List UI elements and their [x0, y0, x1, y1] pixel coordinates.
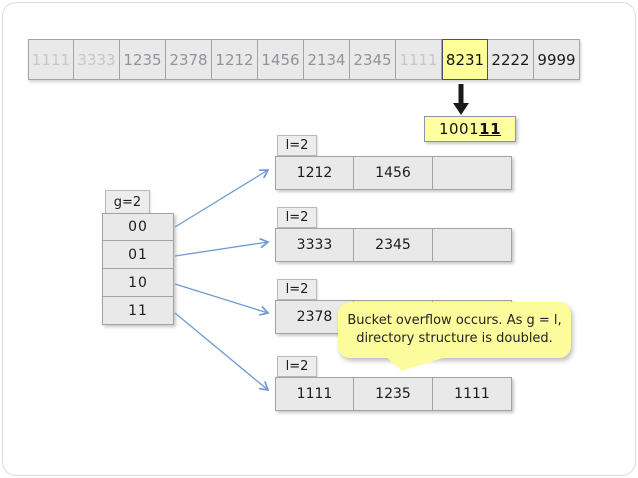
directory-table: 00 01 10 11	[102, 213, 174, 325]
bucket4-row: 1111 1235 1111	[275, 377, 512, 411]
directory-entry-11: 11	[102, 297, 174, 325]
bucket1-depth-label: l=2	[277, 135, 317, 156]
directory-depth-label: g=2	[105, 190, 150, 214]
hash-cell: 1111	[396, 39, 442, 80]
overflow-callout-line1: Bucket overflow occurs. As g = l,	[347, 312, 562, 328]
bucket1-slot3	[433, 156, 512, 190]
bucket2-depth-label: l=2	[277, 207, 317, 228]
pointer-line-00	[174, 169, 270, 228]
hash-code-prefix: 1001	[438, 120, 480, 138]
bucket1-slot1: 1212	[275, 156, 354, 190]
pointer-line-10	[174, 283, 270, 316]
hash-cell: 1111	[28, 39, 74, 80]
insert-arrow-icon	[453, 84, 469, 115]
hash-cell: 2134	[304, 39, 350, 80]
overflow-callout: Bucket overflow occurs. As g = l, direct…	[338, 302, 571, 371]
directory-entry-01: 01	[102, 241, 174, 269]
bucket3-depth-label: l=2	[277, 279, 317, 300]
bucket2-slot2: 2345	[354, 228, 433, 262]
bucket1-slot2: 1456	[354, 156, 433, 190]
bucket2-slot1: 3333	[275, 228, 354, 262]
callout-tail	[386, 357, 446, 371]
overflow-callout-line2: directory structure is doubled.	[356, 331, 553, 346]
hash-cell: 2345	[350, 39, 396, 80]
bucket4-depth-label: l=2	[277, 356, 317, 377]
bucket4-slot3: 1111	[433, 377, 512, 411]
pointer-line-01	[174, 237, 270, 257]
hash-cell: 2378	[166, 39, 212, 80]
pointer-line-11	[174, 312, 270, 392]
directory-entry-10: 10	[102, 269, 174, 297]
bucket2-row: 3333 2345	[275, 228, 512, 262]
bucket4-slot1: 1111	[275, 377, 354, 411]
hash-code-suffix: 11	[479, 120, 502, 138]
hash-cell: 3333	[74, 39, 120, 80]
hash-cell: 1212	[212, 39, 258, 80]
bucket1-row: 1212 1456	[275, 156, 512, 190]
hash-values-row: 1111 3333 1235 2378 1212 1456 2134 2345 …	[28, 39, 580, 80]
hash-cell: 9999	[534, 39, 580, 80]
bucket2-slot3	[433, 228, 512, 262]
hash-cell-highlighted: 8231	[442, 39, 488, 80]
hash-cell: 2222	[488, 39, 534, 80]
hash-cell: 1235	[120, 39, 166, 80]
hash-cell: 1456	[258, 39, 304, 80]
directory-entry-00: 00	[102, 213, 174, 241]
bucket4-slot2: 1235	[354, 377, 433, 411]
